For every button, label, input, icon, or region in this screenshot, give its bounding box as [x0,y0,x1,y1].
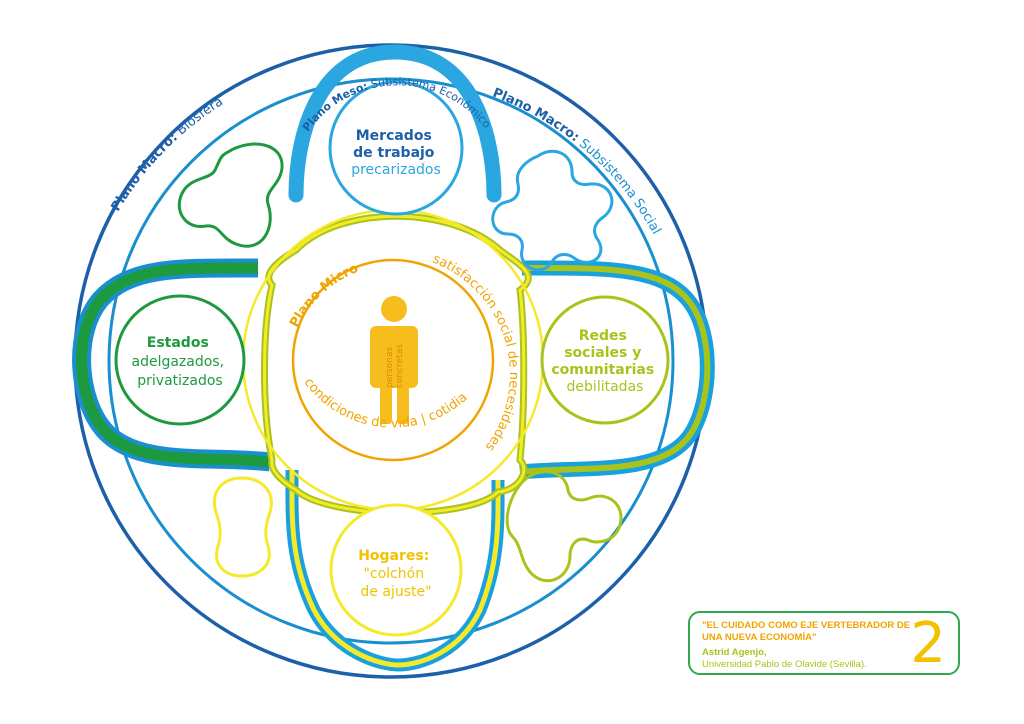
peanut-shape-yellow [213,476,273,578]
credit-title: "EL CUIDADO COMO EJE VERTEBRADOR DE UNA … [702,620,911,643]
page-number: 2 [910,611,946,676]
personas-label: personas [385,347,395,388]
trefoil-shape-green [177,142,284,248]
hogares-circle [329,503,463,637]
mercados-circle [328,80,464,216]
personas-circle [291,258,495,462]
svg-text:personas concretas: personas concretas [385,344,405,388]
micro-label: Plano Micro [287,261,360,330]
mercados-text: Mercados de trabajo precarizados [351,128,441,178]
estados-band [76,262,271,468]
person-icon [370,296,418,424]
cross-shape-blue [491,149,614,272]
redes-band [519,264,711,475]
credit-institution: Universidad Pablo de Olavide (Sevilla). [702,659,867,670]
estados-circle [114,294,246,426]
hogares-band [289,469,501,668]
meso-band [288,44,502,203]
estados-text: Estados adelgazados, privatizados [131,335,228,389]
biosfera-label: Plano Macro: Biosfera [109,94,226,214]
hogares-text: Hogares: "colchón de ajuste" [358,548,434,600]
satisfaccion-label: satisfacción social de necesidades [430,252,521,454]
concretas-label: concretas [395,344,405,388]
micro-hub [263,214,530,515]
credit-box: "EL CUIDADO COMO EJE VERTEBRADOR DE UNA … [688,611,960,675]
redes-text: Redes sociales y comunitarias debilitada… [551,328,658,395]
credit-author: Astrid Agenjo, [702,647,767,658]
redes-circle [540,295,670,425]
trefoil-shape-lime [505,470,623,583]
social-circle [107,77,675,645]
